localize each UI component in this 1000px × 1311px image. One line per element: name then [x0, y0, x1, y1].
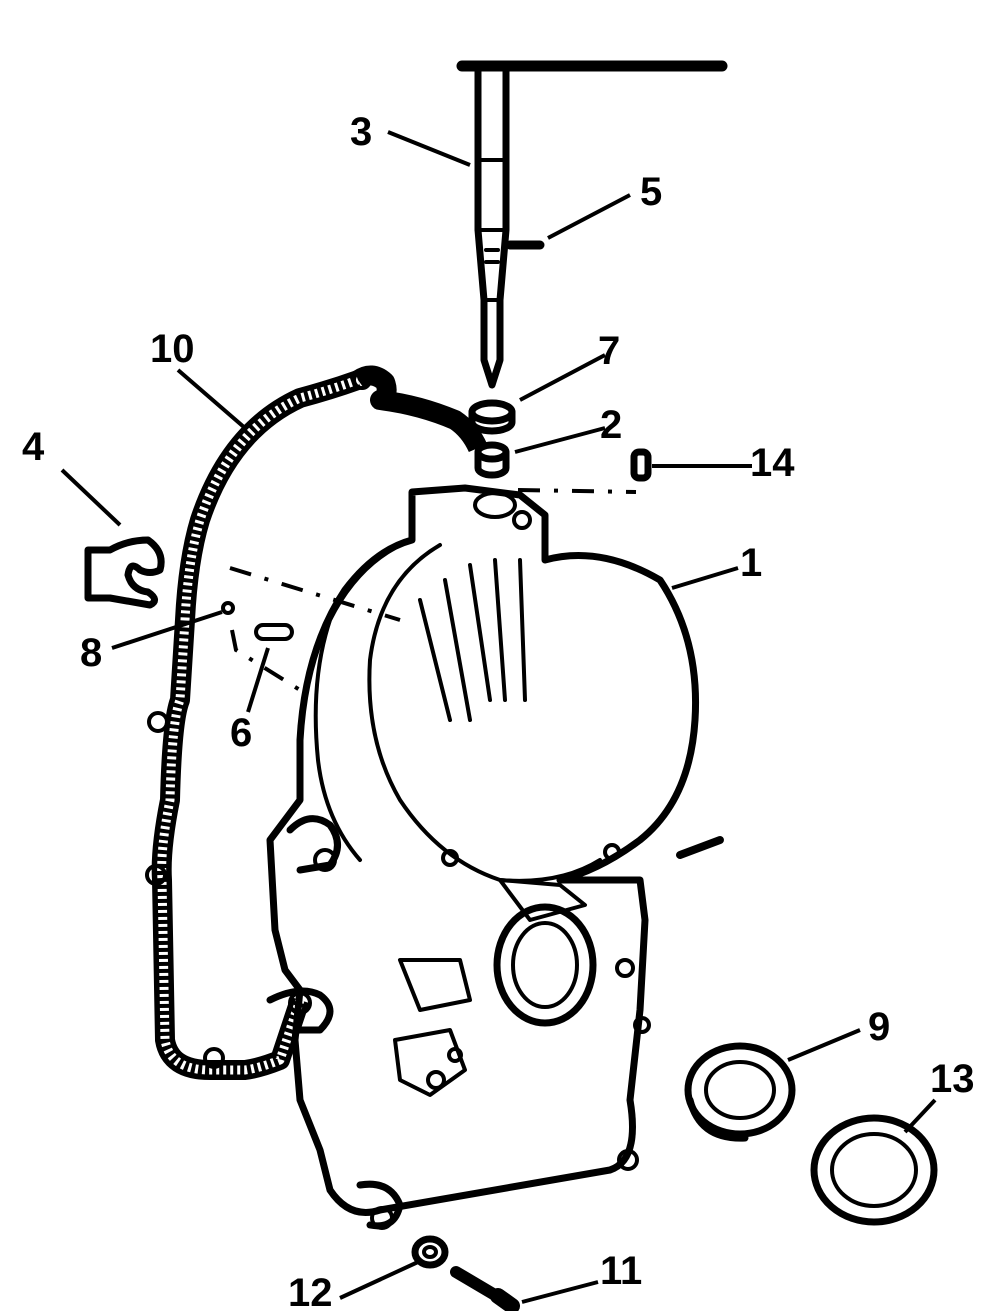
- part-dowel-pin: [630, 448, 652, 482]
- callout-1: 1: [740, 541, 762, 585]
- part-housing-cover: [266, 484, 724, 1230]
- callout-5: 5: [640, 170, 662, 214]
- part-gasket: [145, 365, 488, 1080]
- part-bushing: [468, 399, 516, 435]
- callout-labels: 3 5 7 10 2 4 14 1 8 6 9 13 12 11: [22, 110, 975, 1311]
- callout-12: 12: [288, 1271, 333, 1311]
- callout-4: 4: [22, 425, 45, 469]
- callout-6: 6: [230, 711, 252, 755]
- part-washer: [411, 1235, 449, 1269]
- part-bolt: [450, 1266, 520, 1311]
- part-oil-seal: [684, 1042, 796, 1142]
- leader-lines: [60, 130, 937, 1304]
- callout-7: 7: [598, 329, 620, 373]
- part-small-fittings: [221, 601, 294, 641]
- callout-9: 9: [868, 1005, 890, 1049]
- part-shift-rod: [456, 60, 728, 389]
- part-ring: [810, 1114, 938, 1226]
- callout-8: 8: [80, 631, 102, 675]
- callout-14: 14: [750, 441, 795, 485]
- callout-2: 2: [600, 403, 622, 447]
- part-shift-fork: [84, 536, 165, 609]
- callout-3: 3: [350, 110, 372, 154]
- part-seal: [474, 441, 510, 479]
- alignment-lines: [229, 488, 637, 692]
- callout-10: 10: [150, 327, 195, 371]
- callout-11: 11: [600, 1249, 642, 1293]
- callout-13: 13: [930, 1057, 975, 1101]
